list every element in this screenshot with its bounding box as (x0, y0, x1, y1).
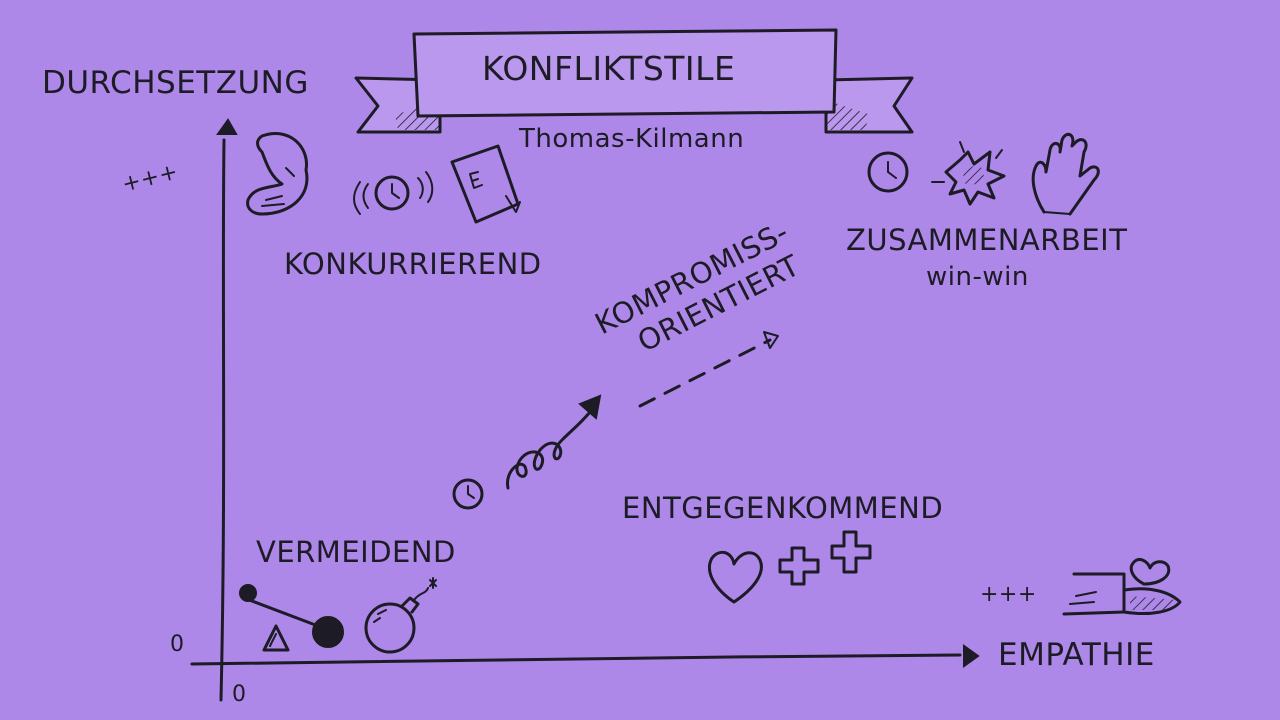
accommodating-label: ENTGEGENKOMMEND (622, 491, 944, 525)
competing-label: KONKURRIEREND (284, 247, 542, 281)
x-axis-high-marker: +++ (980, 582, 1037, 607)
y-axis-label: DURCHSETZUNG (42, 65, 309, 101)
y-axis-line (219, 138, 226, 702)
y-axis-zero-label: 0 (170, 632, 185, 657)
collaborating-label: ZUSAMMENARBEIT (846, 223, 1128, 257)
giving-hand-heart-icon (1062, 558, 1182, 616)
clock-icon (867, 151, 909, 193)
avoiding-label: VERMEIDEND (256, 535, 456, 569)
plus-icon (778, 546, 820, 586)
title-banner (354, 28, 914, 134)
document-icon (450, 144, 521, 224)
diagram-subtitle: Thomas-Kilmann (519, 124, 745, 154)
heart-icon (708, 550, 763, 604)
star-burst-icon (931, 141, 1006, 206)
y-axis-arrow (216, 118, 238, 135)
x-axis-arrow (963, 644, 980, 668)
plus-icon (830, 530, 872, 574)
hand-icon (1031, 132, 1100, 216)
axes (190, 118, 980, 702)
x-axis-label: EMPATHIE (998, 637, 1155, 673)
clock-icon (353, 171, 434, 215)
bomb-icon (364, 577, 437, 654)
dashed-arrow (638, 331, 779, 408)
diagram-title: KONFLIKTSTILE (482, 49, 736, 88)
spiral-arrow-icon (506, 394, 602, 490)
clock-icon (452, 478, 484, 510)
seesaw-icon (239, 584, 344, 652)
x-axis-line (190, 653, 962, 666)
collaborating-note: win-win (926, 262, 1029, 292)
flexed-arm-icon (246, 132, 309, 216)
x-axis-zero-label: 0 (232, 682, 247, 707)
